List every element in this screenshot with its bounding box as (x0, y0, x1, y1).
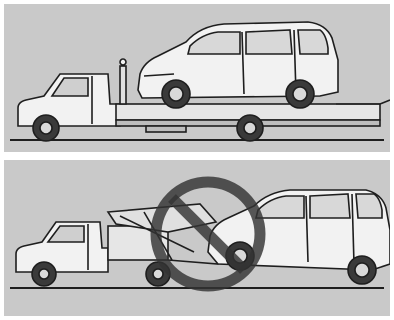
wheel-lift-towing-panel (4, 160, 390, 316)
truck-front-wheel (32, 262, 56, 286)
deck-headboard (120, 66, 126, 104)
flatbed-towing-drawing (4, 4, 390, 152)
minivan-lifted (208, 190, 390, 284)
minivan-rear-wheel (286, 80, 314, 108)
minivan-on-flatbed (138, 22, 338, 108)
deck-toolbox (146, 126, 186, 132)
truck-front-wheel (33, 115, 59, 141)
truck-rear-wheel (237, 115, 263, 141)
minivan-rear-window (356, 194, 382, 218)
minivan-middle-window (310, 194, 350, 218)
minivan-rear-wheel (348, 256, 376, 284)
minivan-front-wheel (162, 80, 190, 108)
headboard-light (120, 59, 126, 65)
wheel-lift-towing-drawing (4, 160, 390, 316)
minivan-rear-window (298, 30, 328, 54)
deck-ramp (336, 100, 390, 104)
flatbed-towing-panel (4, 4, 390, 152)
minivan-middle-window (246, 30, 292, 54)
